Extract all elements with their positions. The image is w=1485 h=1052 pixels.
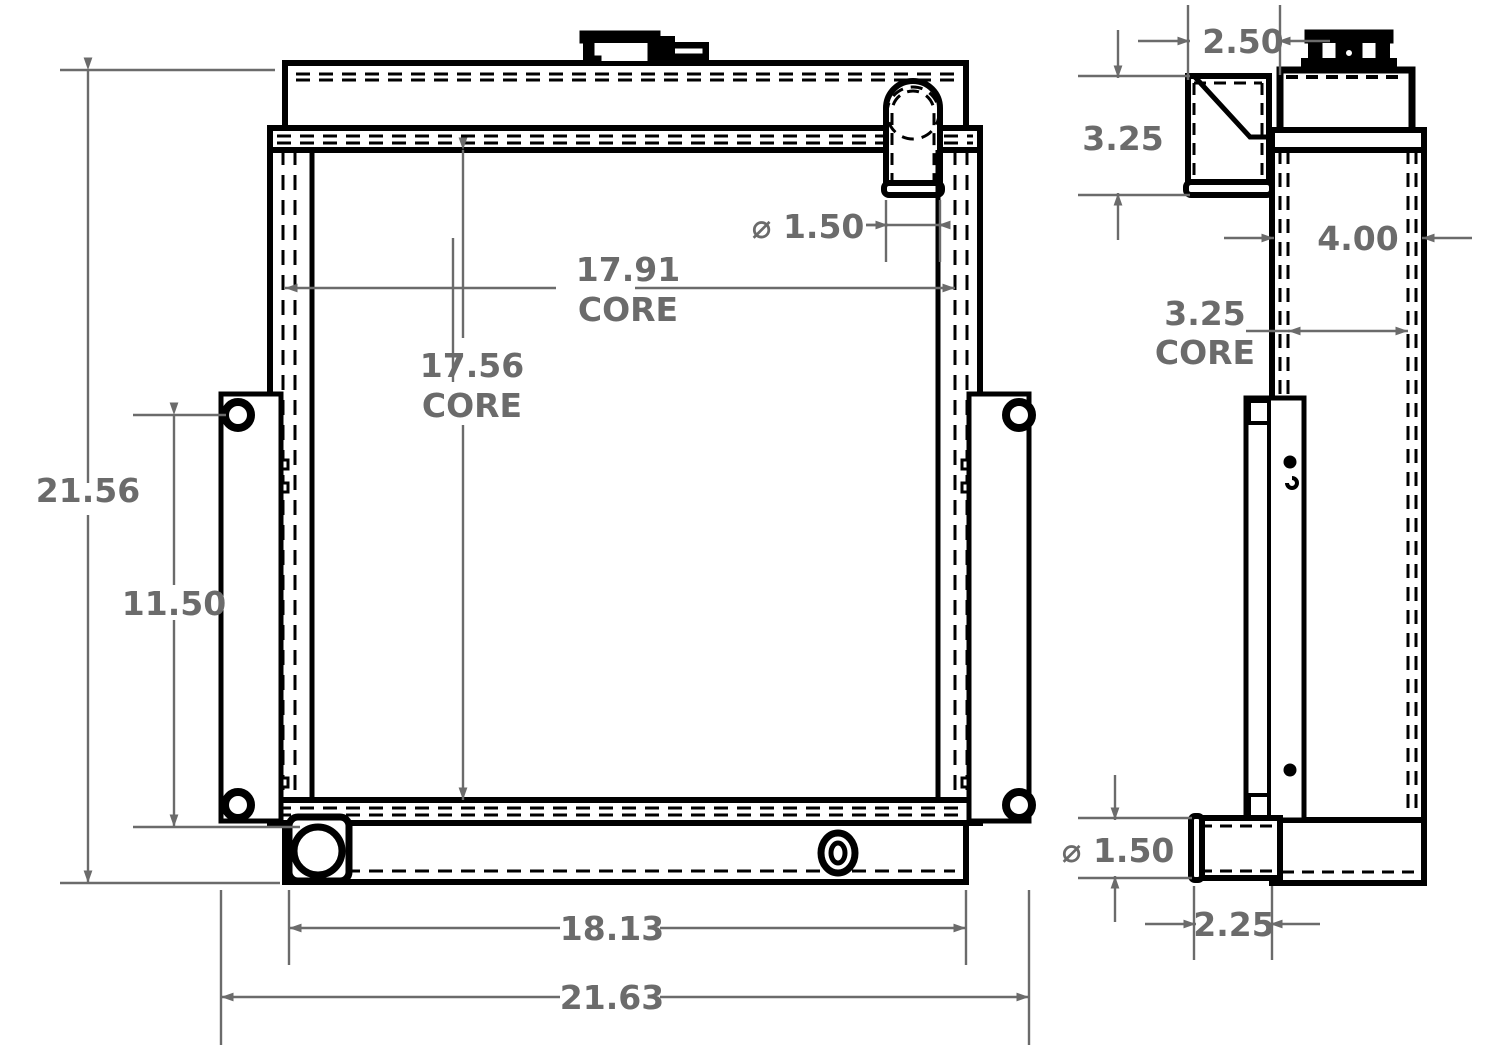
bottom-tank bbox=[267, 797, 983, 885]
dim-bracket-spacing: 11.50 bbox=[122, 402, 300, 829]
dim-overall-depth-label: 4.00 bbox=[1317, 219, 1398, 258]
top-tank bbox=[267, 60, 983, 153]
dim-inlet-diameter: ⌀ 1.50 bbox=[752, 200, 951, 262]
dim-core-width-note: CORE bbox=[578, 290, 678, 329]
dim-outlet-diameter-label: ⌀ 1.50 bbox=[1062, 831, 1175, 870]
dim-outlet-diameter: ⌀ 1.50 bbox=[1062, 775, 1192, 922]
side-filler-cap bbox=[1301, 29, 1397, 73]
filler-cap bbox=[579, 30, 709, 66]
dim-cap-offset: 2.50 bbox=[1138, 5, 1330, 80]
dim-outlet-offset: 2.25 bbox=[1145, 886, 1320, 960]
dim-outlet-offset-label: 2.25 bbox=[1193, 905, 1274, 944]
front-view bbox=[218, 30, 1036, 885]
dim-overall-depth: 4.00 bbox=[1224, 219, 1472, 258]
inlet-port bbox=[881, 78, 945, 198]
dim-core-height-note: CORE bbox=[422, 386, 522, 425]
dim-overall-width-label: 21.63 bbox=[560, 978, 664, 1017]
side-inlet-neck bbox=[1183, 73, 1275, 198]
dim-bracket-spacing-label: 11.50 bbox=[122, 584, 226, 623]
dim-core-depth-note: CORE bbox=[1155, 333, 1255, 372]
dim-core-width-label: 17.91 bbox=[576, 250, 680, 289]
dim-overall-width: 21.63 bbox=[219, 890, 1031, 1045]
dim-cap-offset-label: 2.50 bbox=[1202, 22, 1283, 61]
dim-core-depth-label: 3.25 bbox=[1164, 294, 1245, 333]
dimension-annotations: 21.56 11.50 17.56 CORE 17.91 CORE bbox=[36, 5, 1472, 1045]
side-outlet bbox=[1188, 813, 1283, 883]
dim-core-depth: 3.25 CORE bbox=[1155, 294, 1408, 372]
dim-tank-width: 18.13 bbox=[287, 890, 968, 965]
left-bracket bbox=[218, 391, 284, 824]
outlet-port bbox=[285, 813, 353, 885]
dim-overall-height-label: 21.56 bbox=[36, 471, 140, 510]
dim-core-height: 17.56 CORE bbox=[420, 137, 524, 800]
side-view bbox=[1183, 29, 1427, 886]
dim-tank-width-label: 18.13 bbox=[560, 909, 664, 948]
drain-plug bbox=[817, 829, 859, 877]
side-bracket bbox=[1243, 395, 1307, 823]
dim-inlet-height-label: 3.25 bbox=[1082, 119, 1163, 158]
dim-inlet-height: 3.25 bbox=[1078, 30, 1190, 240]
dim-core-height-label: 17.56 bbox=[420, 346, 524, 385]
dim-overall-height: 21.56 bbox=[36, 57, 280, 885]
dim-inlet-diameter-label: ⌀ 1.50 bbox=[752, 207, 865, 246]
right-bracket bbox=[966, 391, 1036, 824]
dim-core-width: 17.91 CORE bbox=[285, 238, 955, 382]
